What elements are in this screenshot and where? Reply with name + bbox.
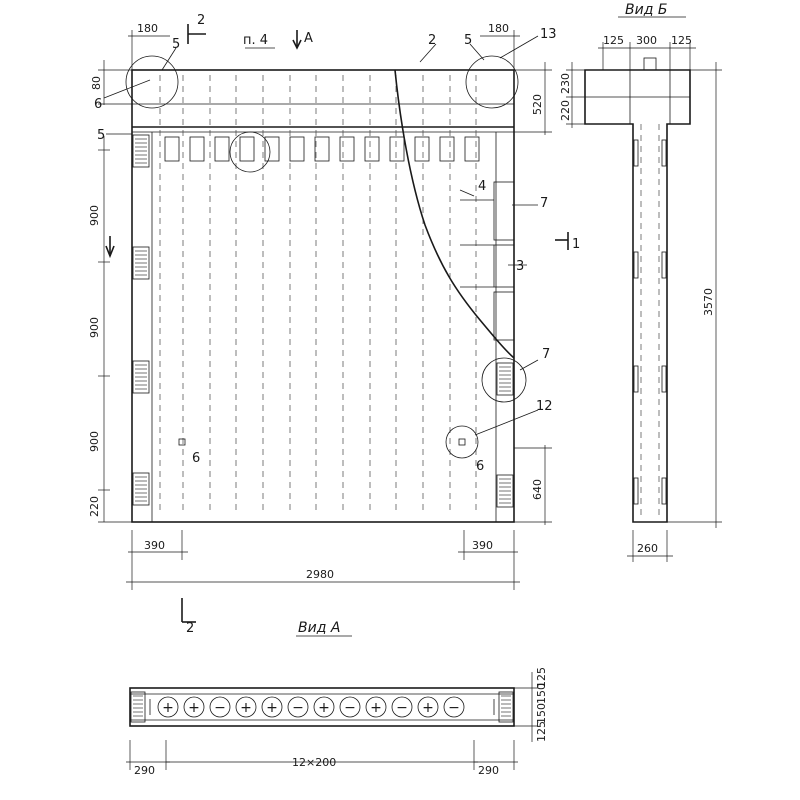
dim-900-b: 900 [88, 317, 101, 338]
callout-6-left: 6 [94, 97, 102, 112]
right-plates [460, 181, 515, 508]
dim-va-12x200: 12×200 [292, 756, 336, 769]
dim-side-230: 230 [559, 73, 572, 94]
hole-symbol: + [240, 700, 252, 716]
hole-circle [417, 696, 439, 718]
hole-circle [339, 696, 361, 718]
hole-circle [287, 696, 309, 718]
side-profile [584, 69, 691, 523]
dim-va-150-a: 150 [535, 683, 548, 704]
side-view [566, 16, 722, 562]
dim-va-150-b: 150 [535, 703, 548, 724]
bottom-outline [129, 687, 515, 727]
panel-outline [131, 69, 515, 523]
hole-symbol: + [370, 700, 382, 716]
hole-symbol: − [448, 700, 460, 716]
callout-7-upper: 7 [540, 196, 548, 211]
hole-symbol: + [318, 700, 330, 716]
dim-side-125-left: 125 [603, 34, 624, 47]
detail-circle-plate [481, 357, 527, 403]
dim-900-c: 900 [88, 431, 101, 452]
hole-circle [365, 696, 387, 718]
section-mark-2-top: 2 [197, 13, 205, 28]
hole-symbol: + [266, 700, 278, 716]
callout-2-top: 2 [428, 33, 436, 48]
callout-12: 12 [536, 399, 553, 414]
dim-390-right: 390 [472, 539, 493, 552]
dim-2980: 2980 [306, 568, 334, 581]
callout-6-inner-right: 6 [476, 459, 484, 474]
detail-circle-top-left [125, 55, 179, 109]
hole-symbol: − [344, 700, 356, 716]
main-dimensions [98, 30, 552, 590]
left-plates [132, 134, 150, 506]
callout-5-top-right: 5 [464, 33, 472, 48]
callout-13: 13 [540, 27, 557, 42]
detail-circle-top-right [465, 55, 519, 109]
callout-7-lower: 7 [542, 347, 550, 362]
break-line [394, 69, 515, 359]
label-A: А [304, 31, 313, 46]
dim-side-220: 220 [559, 100, 572, 121]
callout-5-left: 5 [97, 128, 105, 143]
hole-circle [235, 696, 257, 718]
section-mark-1: 1 [572, 237, 580, 252]
hole-symbol: − [292, 700, 304, 716]
bottom-view-title: Вид А [298, 620, 340, 636]
dim-180-left: 180 [137, 22, 158, 35]
dim-640-right: 640 [531, 479, 544, 500]
dim-80-left: 80 [90, 76, 103, 90]
hole-symbol: + [188, 700, 200, 716]
hole-circle [157, 696, 179, 718]
dim-va-125-top: 125 [535, 667, 548, 688]
hole-circle [313, 696, 335, 718]
main-elevation [105, 24, 569, 623]
rib-dashes [159, 75, 477, 515]
hole-symbol: − [396, 700, 408, 716]
dim-va-290-left: 290 [134, 764, 155, 777]
label-pp4: п. 4 [243, 33, 268, 48]
bottom-view: ++−++−+−+−+− [126, 635, 538, 770]
detail-circle-top-opening [229, 131, 271, 173]
dim-520-right: 520 [531, 94, 544, 115]
dim-side-3570: 3570 [702, 288, 715, 316]
dim-va-290-right: 290 [478, 764, 499, 777]
dim-180-right: 180 [488, 22, 509, 35]
top-openings [164, 136, 480, 162]
dim-va-125-bottom: 125 [535, 721, 548, 742]
labels: Вид Б Вид А 2 п. 4 А 5 2 5 13 6 5 4 7 3 … [88, 2, 715, 777]
callout-4: 4 [478, 179, 486, 194]
hole-circle [209, 696, 231, 718]
hole-circle [261, 696, 283, 718]
hole-symbol: + [162, 700, 174, 716]
dim-side-300: 300 [636, 34, 657, 47]
callout-5-top-left: 5 [172, 37, 180, 52]
hole-symbol: − [214, 700, 226, 716]
dim-220-left: 220 [88, 496, 101, 517]
dim-side-125-right: 125 [671, 34, 692, 47]
callout-6-inner-left: 6 [192, 451, 200, 466]
side-view-title: Вид Б [625, 2, 667, 18]
hole-row: ++−++−+−+−+− [157, 696, 465, 718]
detail-circle-hole [445, 425, 479, 459]
callout-3: 3 [516, 259, 524, 274]
section-mark-2-bottom: 2 [186, 621, 194, 636]
hole-symbol: + [422, 700, 434, 716]
leaders [103, 35, 539, 436]
dim-side-260: 260 [637, 542, 658, 555]
hole-circle [391, 696, 413, 718]
hole-circle [183, 696, 205, 718]
dim-900-a: 900 [88, 205, 101, 226]
dim-390-left: 390 [144, 539, 165, 552]
hole-circle [443, 696, 465, 718]
